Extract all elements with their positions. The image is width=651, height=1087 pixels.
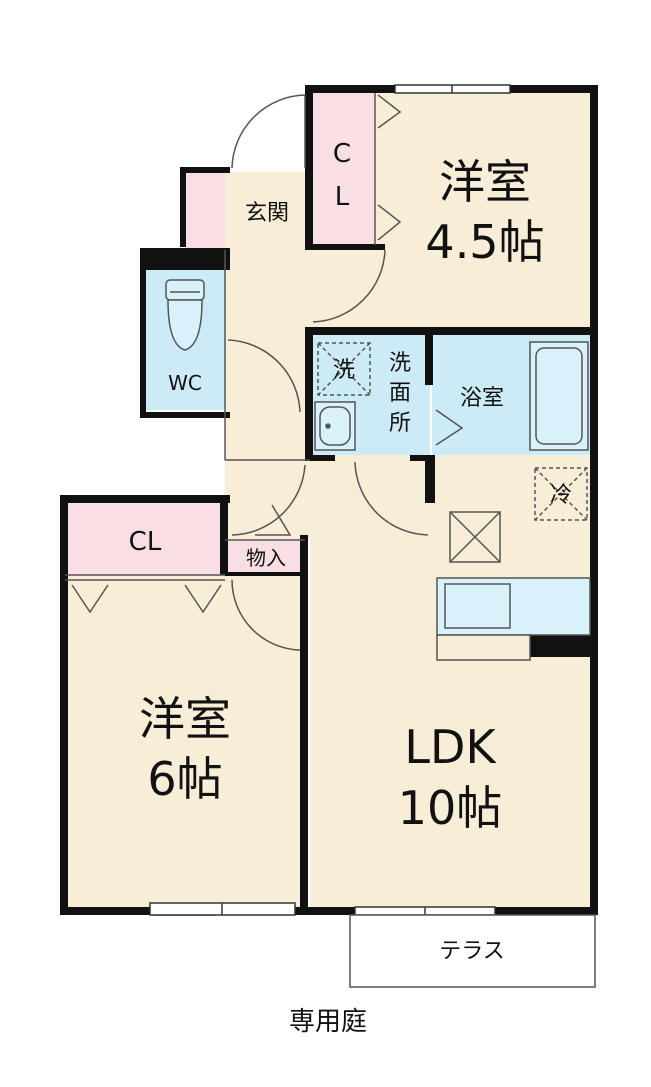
western-room-large-name: 洋室 [139, 692, 231, 746]
ventilation-icon [449, 511, 501, 563]
washroom-label-2: 面 [389, 381, 411, 406]
washroom-label-3: 所 [389, 411, 411, 436]
fridge-label: 冷 [550, 483, 572, 508]
bathroom-label: 浴室 [460, 386, 504, 411]
sink-icon [314, 401, 356, 451]
washer-label: 洗 [333, 358, 355, 383]
western-room-small-floor [375, 90, 595, 330]
washer-area [317, 342, 371, 396]
closet-upper-l-label: L [335, 182, 350, 212]
hallway-floor [225, 250, 310, 540]
hall-upper-floor [310, 250, 390, 330]
wc-label: WC [168, 371, 202, 395]
terrace [349, 914, 596, 988]
entrance-label: 玄関 [245, 201, 289, 226]
ldk-size: 10帖 [398, 781, 503, 835]
closet-lower-floor [65, 500, 225, 575]
closet-door-marks [71, 94, 464, 614]
toilet-icon [165, 279, 205, 351]
closet-upper-floor [310, 90, 375, 250]
fridge-area [534, 467, 588, 521]
kitchen-counter-icon [436, 577, 591, 661]
door-swings [227, 94, 429, 651]
closet-lower-label: CL [129, 527, 162, 557]
western-room-large-floor [65, 575, 305, 910]
inner-lines [65, 93, 376, 581]
entrance-step-floor [225, 172, 310, 250]
western-room-small-name: 洋室 [439, 155, 531, 209]
ldk-name: LDK [404, 720, 497, 774]
western-room-large-size: 6帖 [147, 752, 222, 806]
closet-upper-c-label: C [333, 139, 351, 169]
western-room-small-size: 4.5帖 [425, 215, 544, 269]
storage-label: 物入 [246, 546, 286, 570]
washroom-label-1: 洗 [389, 351, 411, 376]
walls [60, 85, 598, 915]
garden-label: 専用庭 [289, 1007, 367, 1037]
entrance-floor [185, 172, 225, 250]
ldk-floor [310, 455, 595, 910]
terrace-label: テラス [439, 939, 505, 964]
bathtub-icon [529, 341, 589, 451]
storage-floor [225, 540, 305, 575]
